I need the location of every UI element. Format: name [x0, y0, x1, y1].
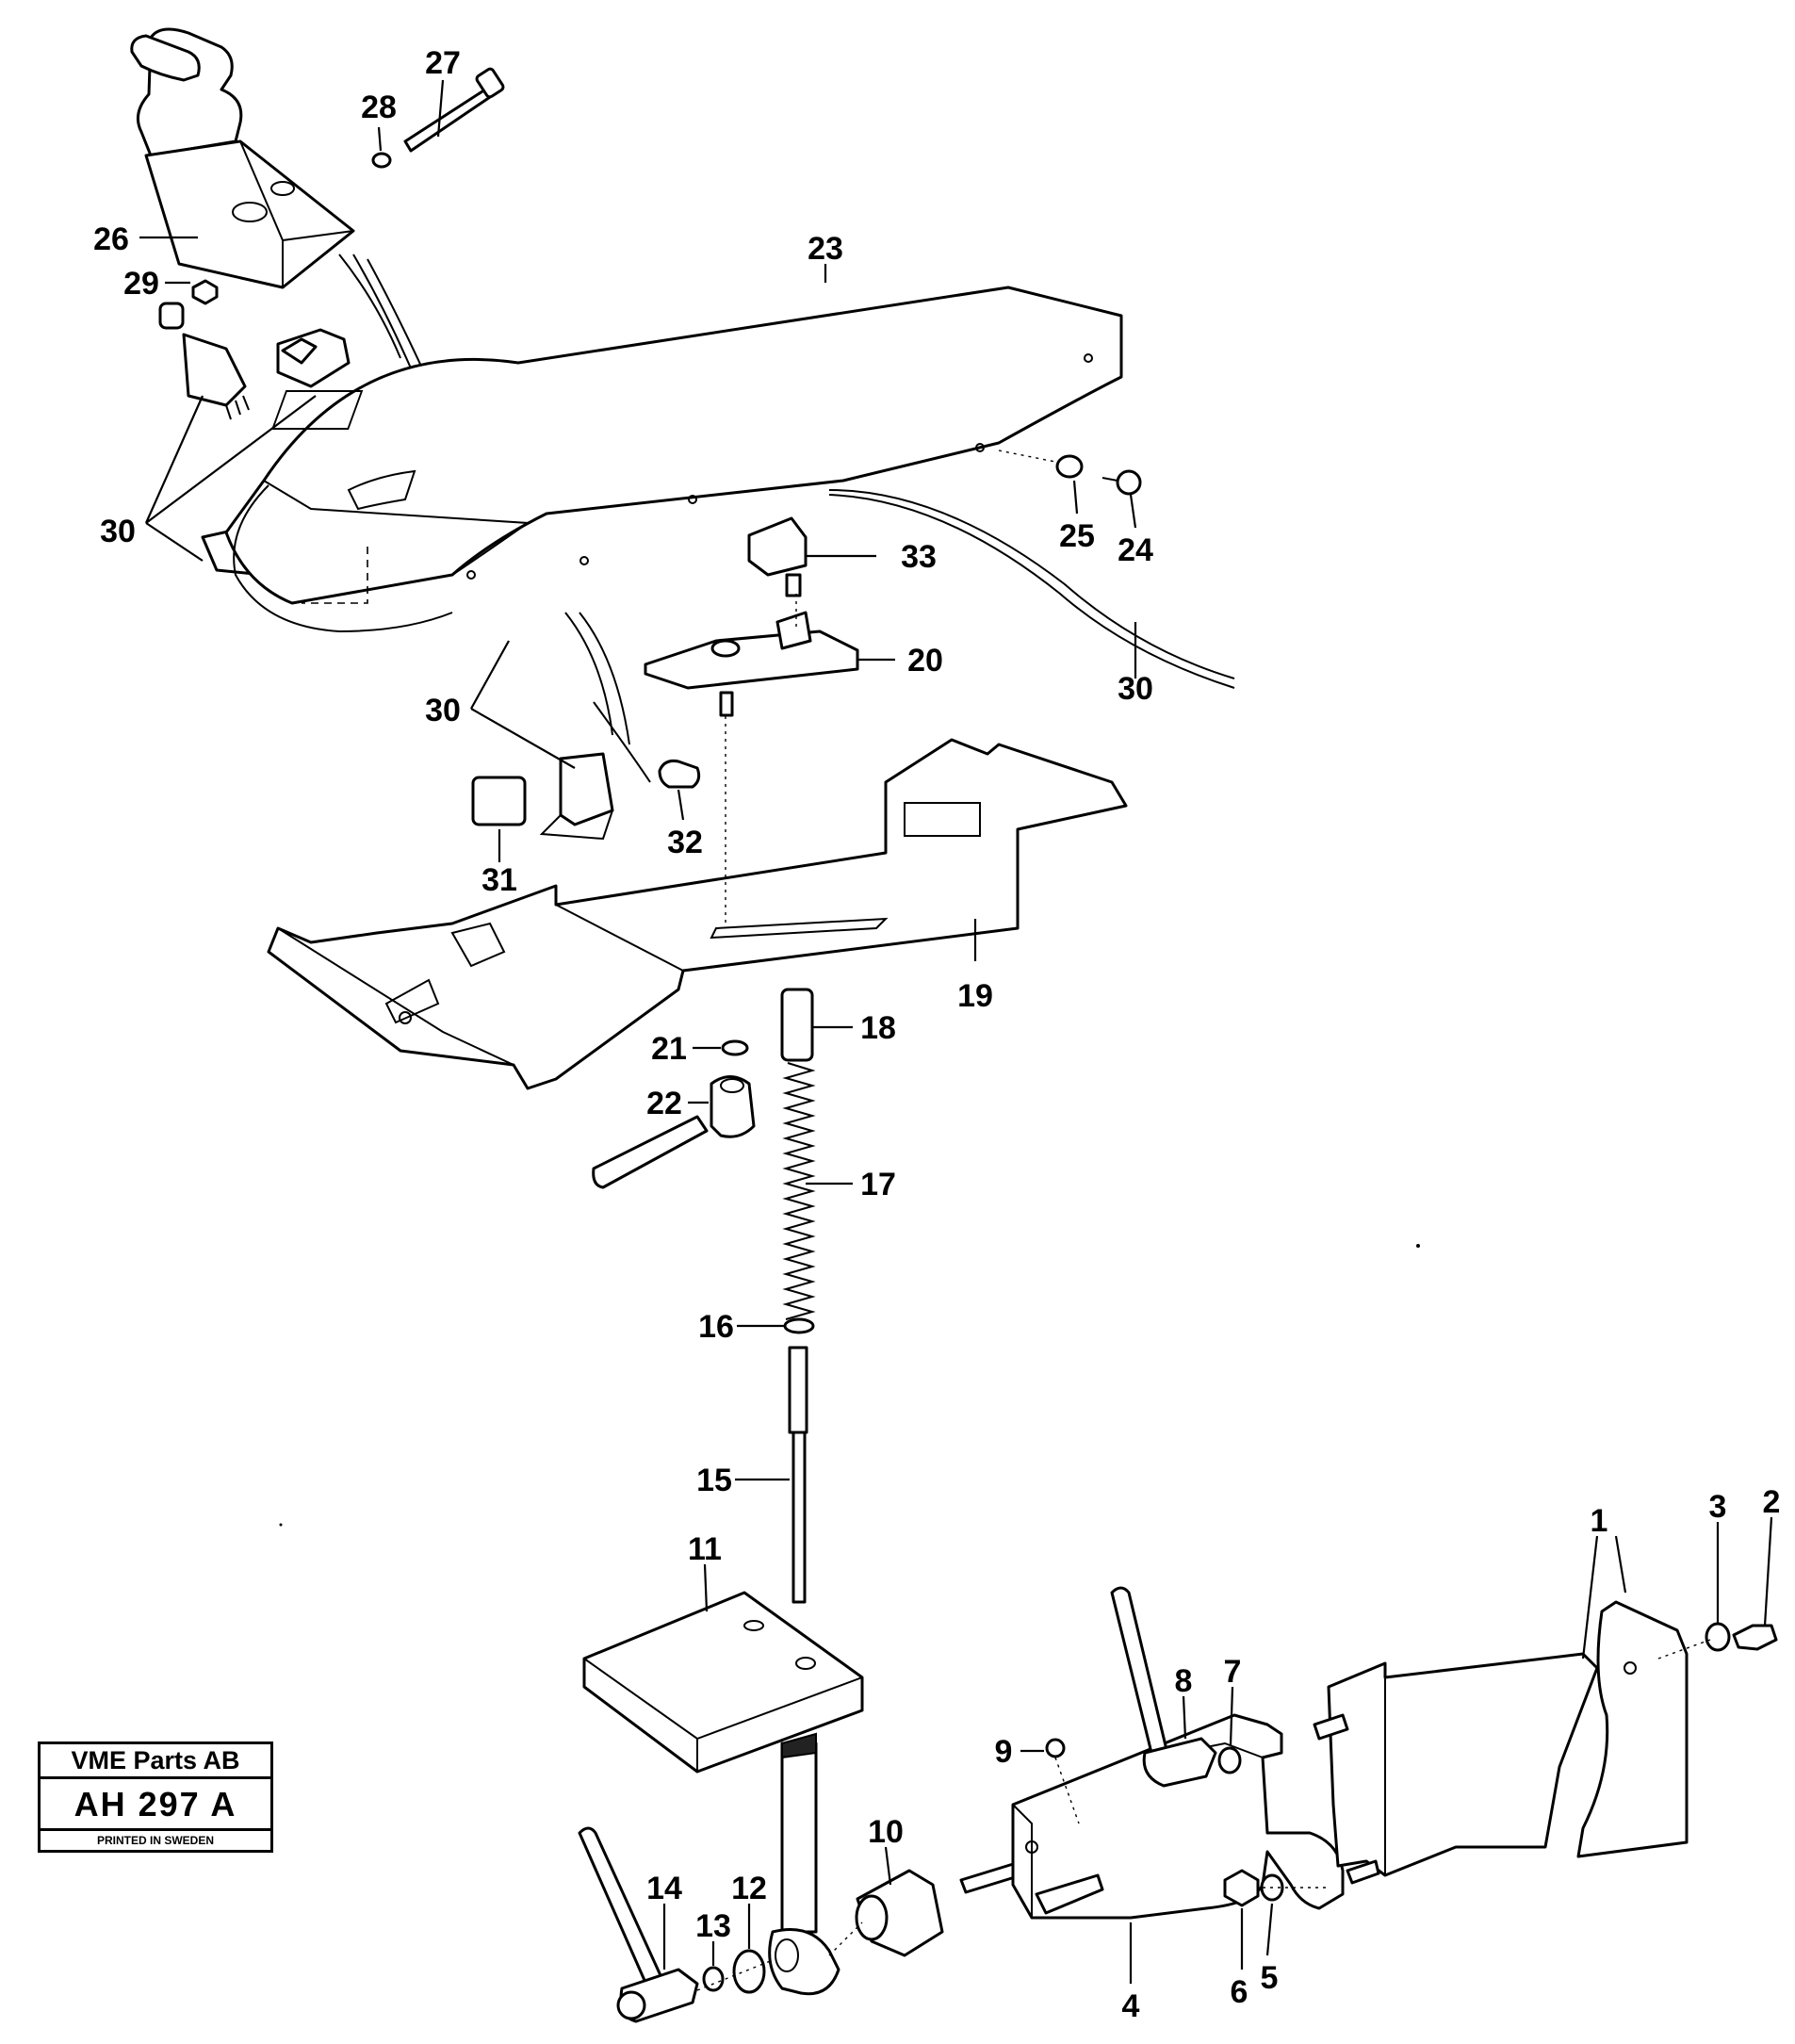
washer-21: [721, 1039, 749, 1056]
callout-22: 22: [646, 1086, 682, 1121]
cable-30: [828, 489, 1235, 679]
callout-17: 17: [860, 1167, 896, 1202]
washer-16: [783, 1317, 815, 1334]
rocker-switch-30b: [276, 328, 351, 388]
nut-29: [191, 279, 219, 305]
sleeve-18: [780, 988, 814, 1062]
stamp-drawing-code: AH 297 A: [73, 1785, 237, 1823]
joystick-assembly: [130, 27, 425, 378]
console-cover-23: [224, 286, 1123, 633]
nut-6: [1223, 1869, 1260, 1907]
lever-22: [592, 1075, 756, 1189]
circlip-12: [732, 1949, 766, 1994]
callout-5: 5: [1261, 1960, 1279, 1996]
callout-4: 4: [1122, 1988, 1140, 2024]
pedal-arm: [768, 1928, 840, 1996]
washer-7: [1217, 1746, 1242, 1774]
callout-24: 24: [1118, 532, 1153, 568]
callout-1: 1: [1591, 1503, 1608, 1539]
lever-8: [1110, 1586, 1217, 1788]
callout-23: 23: [808, 231, 843, 267]
callout-20: 20: [907, 643, 943, 679]
cable-30-b: [828, 494, 1235, 689]
hand-lever-14: [578, 1826, 699, 2023]
callout-27: 27: [425, 45, 461, 81]
callout-33: 33: [901, 539, 937, 575]
callout-29: 29: [123, 266, 159, 302]
callout-25: 25: [1059, 518, 1095, 554]
bracket-20: [644, 611, 859, 717]
callout-7: 7: [1224, 1654, 1242, 1690]
console-frame-19: [267, 738, 1128, 1090]
callout-13: 13: [695, 1908, 731, 1944]
callout-19: 19: [957, 978, 993, 1014]
cable-harness: [564, 612, 651, 783]
washer-13: [702, 1966, 725, 1992]
washer-3: [1705, 1622, 1731, 1652]
washer-28: [371, 152, 392, 169]
callout-2: 2: [1763, 1484, 1781, 1520]
housing-4: [1011, 1713, 1345, 1920]
callout-3: 3: [1709, 1489, 1727, 1525]
stamp-printed-note: PRINTED IN SWEDEN: [41, 1828, 270, 1850]
callout-18: 18: [860, 1010, 896, 1046]
relay-socket-30: [539, 752, 614, 841]
callout-30-mid: 30: [425, 693, 461, 728]
callout-30-left: 30: [100, 514, 136, 549]
callout-labels: 1 2 3 4 5 6 7 8 9 10 11 12 13 14 15 16 1…: [93, 45, 1780, 2024]
toggle-switch-30a: [158, 302, 250, 420]
callout-16: 16: [698, 1309, 734, 1345]
callout-15: 15: [696, 1463, 732, 1498]
callout-32: 32: [667, 825, 703, 860]
callout-9: 9: [995, 1734, 1013, 1770]
spring-17: [782, 1062, 816, 1320]
callout-21: 21: [651, 1031, 687, 1067]
callout-12: 12: [731, 1871, 767, 1906]
publisher-stamp: VME Parts AB AH 297 A PRINTED IN SWEDEN: [38, 1741, 273, 1853]
screw-24: [1116, 469, 1142, 496]
washer-25: [1055, 454, 1084, 479]
callout-8: 8: [1175, 1663, 1193, 1699]
pedal-plate-11: [582, 1591, 864, 1934]
callout-10: 10: [868, 1814, 904, 1850]
screw-9: [1045, 1738, 1066, 1758]
bolt-27: [403, 67, 505, 153]
micro-switch-33: [747, 516, 808, 597]
leader-lines: [139, 79, 1773, 1984]
callout-11: 11: [688, 1531, 722, 1567]
rod-15: [788, 1346, 808, 1604]
callout-28: 28: [361, 90, 397, 125]
callout-14: 14: [646, 1871, 682, 1906]
callout-30-right: 30: [1118, 671, 1153, 707]
bushing-10: [855, 1869, 944, 1957]
callout-6: 6: [1231, 1974, 1248, 2010]
callout-26: 26: [93, 221, 129, 257]
callout-31: 31: [481, 862, 517, 898]
bracket-1: [1313, 1600, 1689, 1885]
connector-32: [658, 760, 701, 789]
stamp-company: VME Parts AB: [41, 1744, 270, 1779]
bolt-2: [1732, 1624, 1778, 1651]
relay-31: [471, 776, 527, 826]
